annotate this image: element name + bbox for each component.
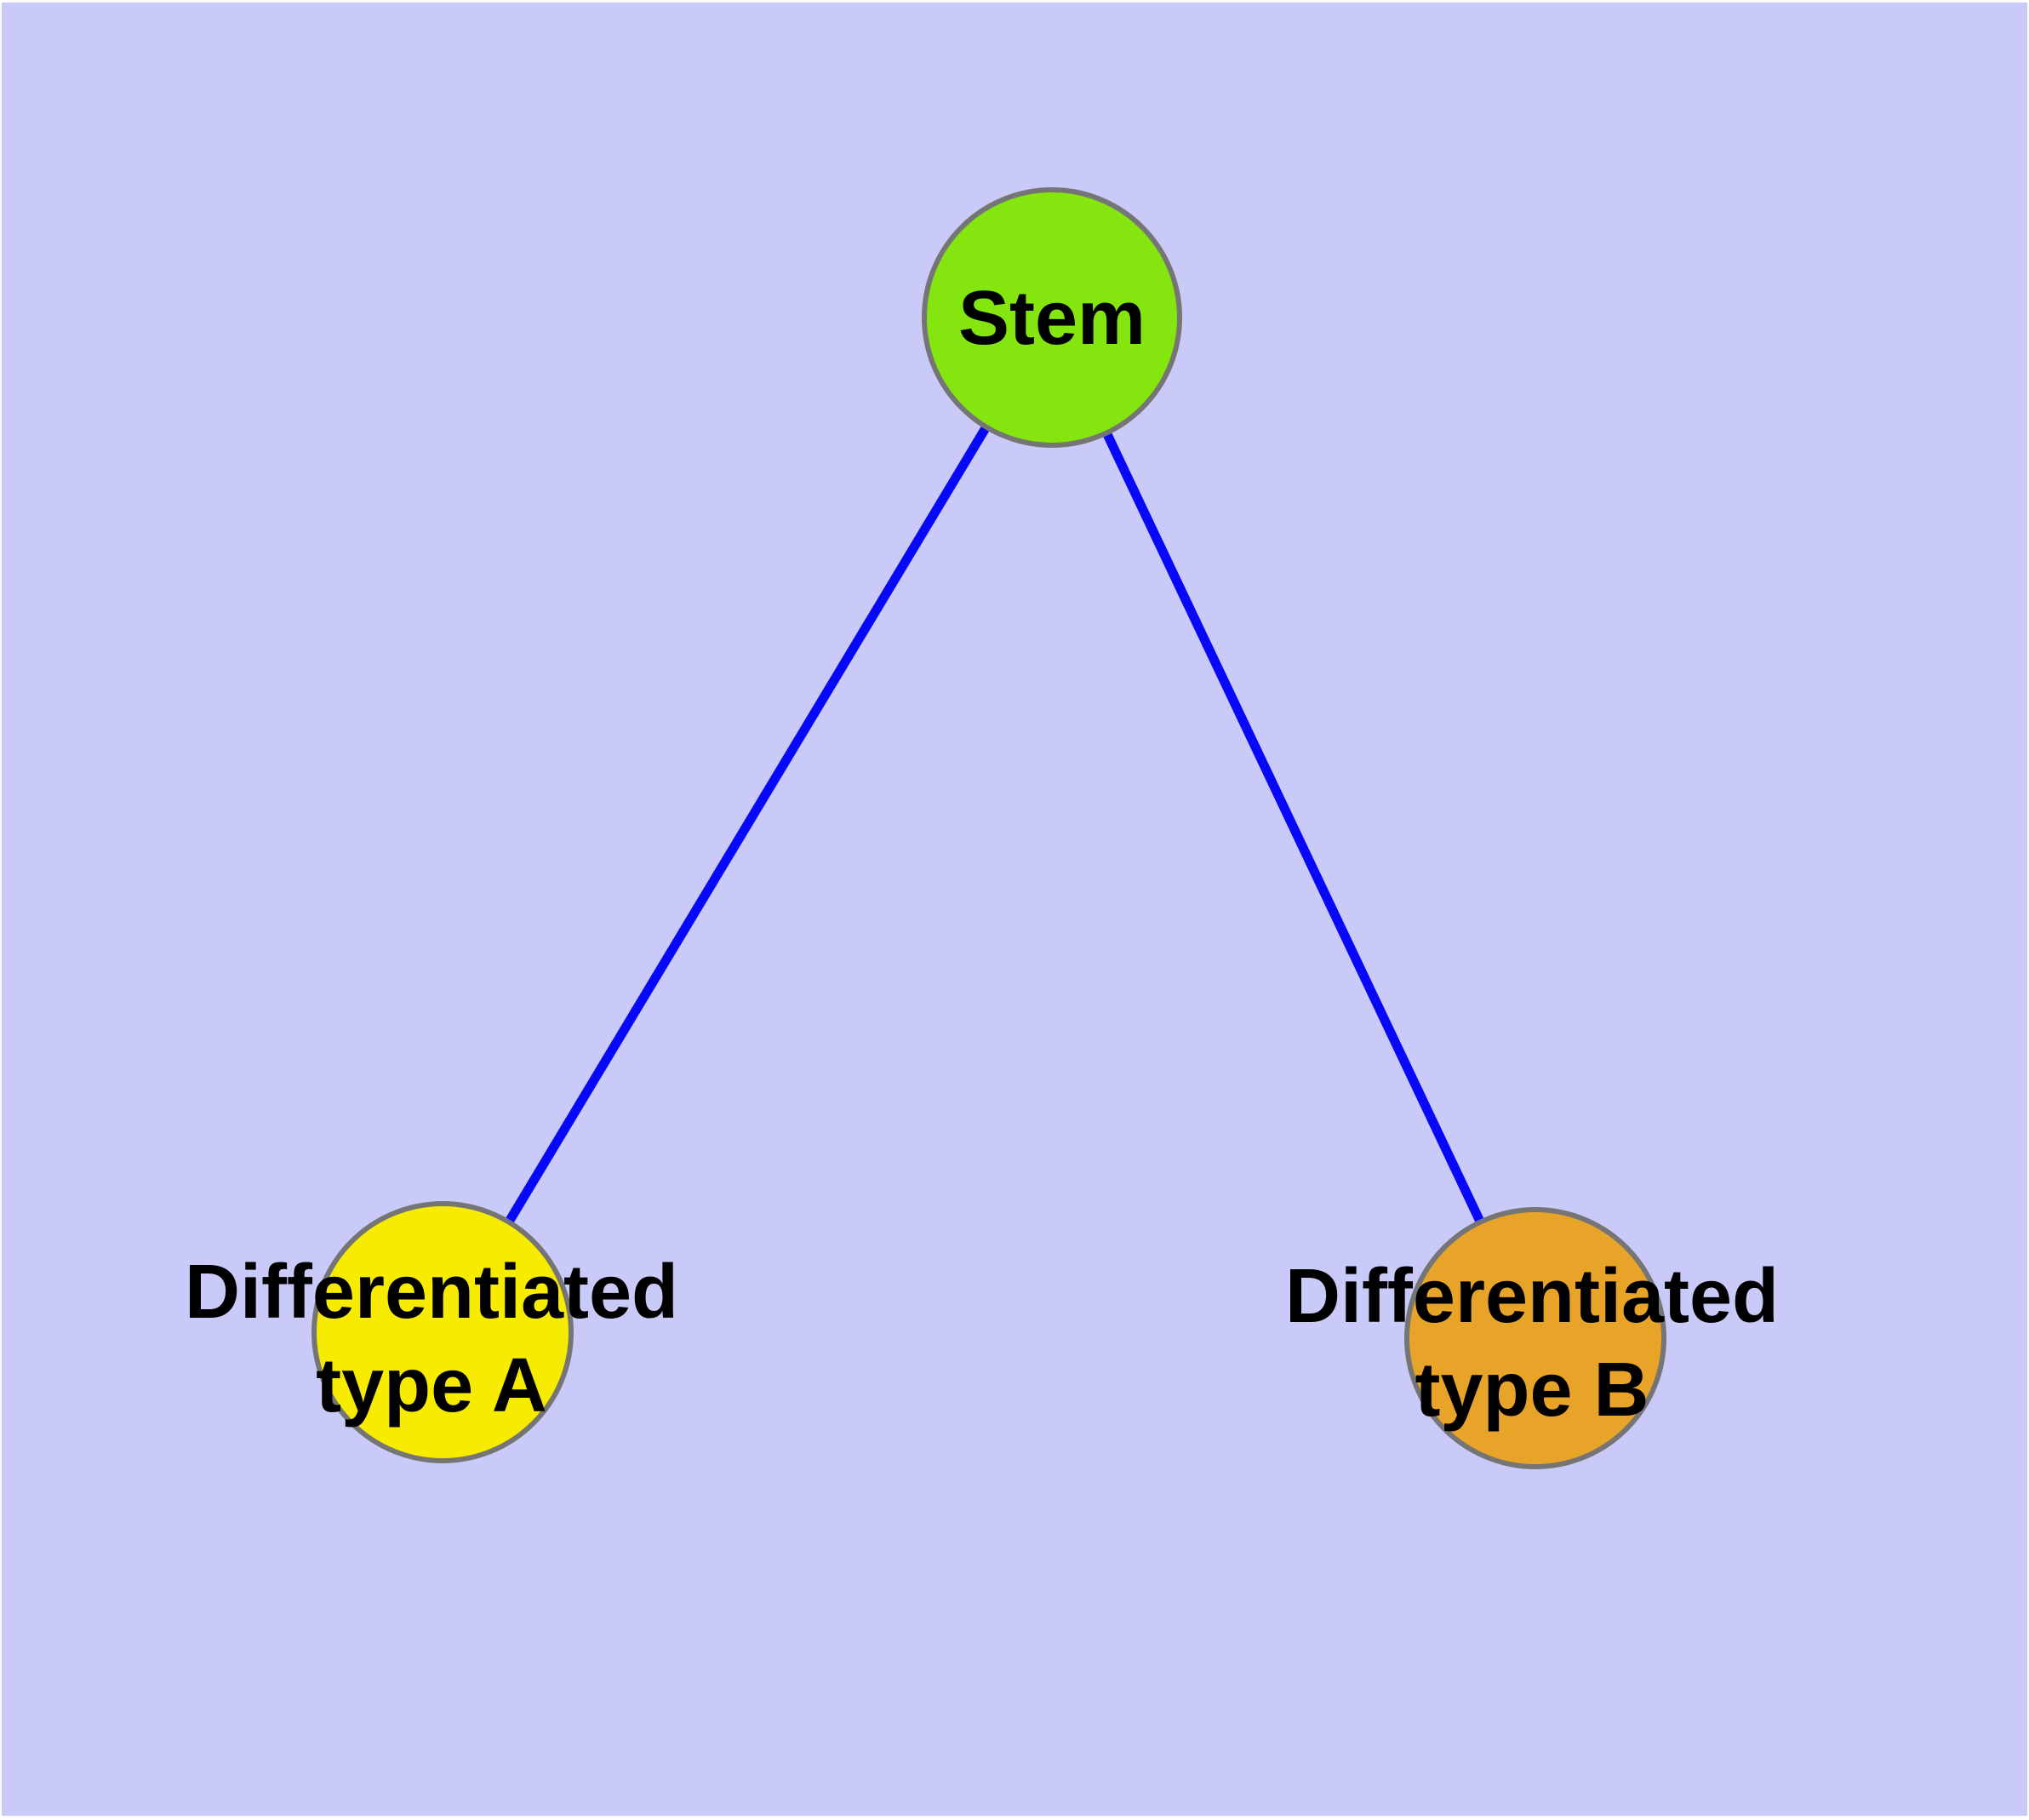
node-differentiated-type-b <box>1404 1207 1666 1469</box>
edge-stem-to-type-b <box>1048 315 1540 1341</box>
node-stem <box>922 187 1182 448</box>
node-type-b-label-line2: type B <box>1415 1348 1649 1433</box>
node-differentiated-type-a <box>311 1201 574 1463</box>
node-type-a-label-line1: Differentiated <box>185 1250 678 1335</box>
edge-stem-to-type-a <box>438 315 1056 1335</box>
node-type-a-label-line2: type A <box>316 1343 547 1428</box>
node-stem-label: Stem <box>958 276 1146 361</box>
node-type-b-label-line1: Differentiated <box>1285 1254 1779 1339</box>
